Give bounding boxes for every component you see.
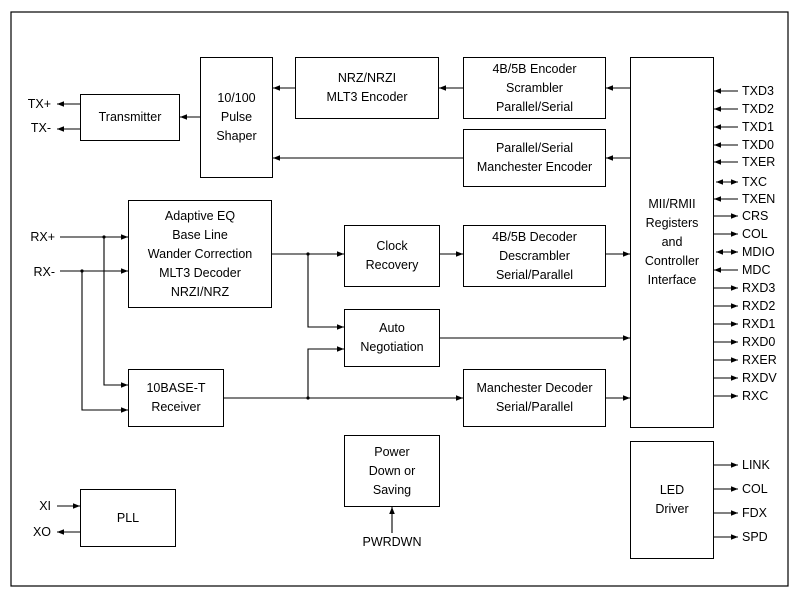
block-line: Scrambler xyxy=(506,80,563,95)
led-pin-spd: SPD xyxy=(742,530,768,544)
led-pin-col: COL xyxy=(742,482,768,496)
block-line: Parallel/Serial xyxy=(495,99,574,114)
mii-pin-crs: CRS xyxy=(742,209,769,223)
block-line: PLL xyxy=(116,510,140,525)
mii-pin-txen: TXEN xyxy=(742,192,776,206)
mii-pin-txc: TXC xyxy=(742,175,767,189)
rx-plus-pin: RX+ xyxy=(30,230,55,244)
wire-rxplus-to-receiver xyxy=(103,237,128,388)
xi-pin: XI xyxy=(39,499,51,513)
block-line: Wander Correction xyxy=(147,246,253,261)
block-line: and xyxy=(661,235,683,249)
block-line: Shaper xyxy=(216,129,257,143)
block-line: MLT3 Encoder xyxy=(326,90,408,104)
junction-rxplus xyxy=(102,235,106,239)
pll-block: PLL xyxy=(80,489,176,547)
diagram-frame xyxy=(10,11,789,587)
led-pin-fdx: FDX xyxy=(742,506,767,520)
block-line: Saving xyxy=(372,482,412,497)
mii-pin-col: COL xyxy=(742,227,768,241)
junction-receiver-out xyxy=(306,396,310,400)
block-line: MII/RMII xyxy=(648,197,696,211)
mii-pin-rxd0: RXD0 xyxy=(742,335,776,349)
block-line: Power xyxy=(374,444,410,459)
pwrdwn-pin: PWRDWN xyxy=(362,535,422,549)
block-line: Manchester Encoder xyxy=(476,160,593,174)
block-line: Parallel/Serial xyxy=(495,141,574,155)
junction-rxminus xyxy=(80,269,84,273)
block-line: Registers xyxy=(645,216,699,230)
mii-pin-txer: TXER xyxy=(742,155,776,169)
nrz-mlt3-encoder-block: NRZ/NRZI MLT3 Encoder xyxy=(295,57,439,119)
block-line: Adaptive EQ xyxy=(164,208,236,223)
block-line: Down or xyxy=(368,463,416,478)
block-line: 10BASE-T xyxy=(146,381,206,395)
block-line: Clock xyxy=(376,239,408,253)
block-line: Recovery xyxy=(365,258,419,272)
block-line: Controller xyxy=(644,254,700,268)
tx-minus-pin: TX- xyxy=(30,121,51,135)
block-line: NRZ/NRZI xyxy=(337,71,397,85)
block-line: LED xyxy=(659,483,685,497)
wire-adaptive-eq-to-auto-negotiation xyxy=(307,254,344,330)
mii-pin-rxd1: RXD1 xyxy=(742,317,776,331)
block-line: 4B/5B Decoder xyxy=(492,229,577,244)
block-line: Receiver xyxy=(151,400,201,414)
junction-adaptive-eq-out xyxy=(306,252,310,256)
block-line: 4B/5B Encoder xyxy=(492,61,577,76)
block-line: Descrambler xyxy=(499,248,570,263)
block-line: Serial/Parallel xyxy=(495,267,574,282)
receiver-10baset-block: 10BASE-T Receiver xyxy=(128,369,224,427)
mii-pin-rxd3: RXD3 xyxy=(742,281,776,295)
block-line: 10/100 xyxy=(217,91,256,105)
block-line: Base Line xyxy=(172,227,228,242)
led-pin-link: LINK xyxy=(742,458,770,472)
block-line: Pulse xyxy=(220,110,253,124)
rx-minus-pin: RX- xyxy=(33,265,55,279)
mii-pin-txd0: TXD0 xyxy=(742,138,774,152)
xo-pin: XO xyxy=(32,525,51,539)
block-line: NRZI/NRZ xyxy=(170,284,230,299)
mii-pin-rxdv: RXDV xyxy=(742,371,777,385)
led-driver-block: LED Driver xyxy=(630,441,714,559)
transmitter-block: Transmitter xyxy=(80,94,180,141)
mii-pin-rxc: RXC xyxy=(742,389,769,403)
block-line: Negotiation xyxy=(360,340,424,354)
mii-pin-rxer: RXER xyxy=(742,353,777,367)
mii-pin-txd2: TXD2 xyxy=(742,102,774,116)
wire-rxminus-to-receiver xyxy=(81,271,128,413)
block-line: Auto xyxy=(379,321,405,335)
mii-pin-txd1: TXD1 xyxy=(742,120,774,134)
block-line: Manchester Decoder xyxy=(476,381,593,395)
wire-receiver-to-auto-negotiation xyxy=(307,346,344,398)
block-line: Interface xyxy=(647,273,697,287)
block-line: MLT3 Decoder xyxy=(159,265,241,280)
mii-pin-mdc: MDC xyxy=(742,263,771,277)
block-line: Transmitter xyxy=(98,110,162,124)
tx-plus-pin: TX+ xyxy=(27,97,51,111)
block-line: Driver xyxy=(655,502,689,516)
mii-pin-mdio: MDIO xyxy=(742,245,775,259)
block-line: Serial/Parallel xyxy=(495,400,574,414)
mii-pin-rxd2: RXD2 xyxy=(742,299,776,313)
mii-pin-txd3: TXD3 xyxy=(742,84,774,98)
